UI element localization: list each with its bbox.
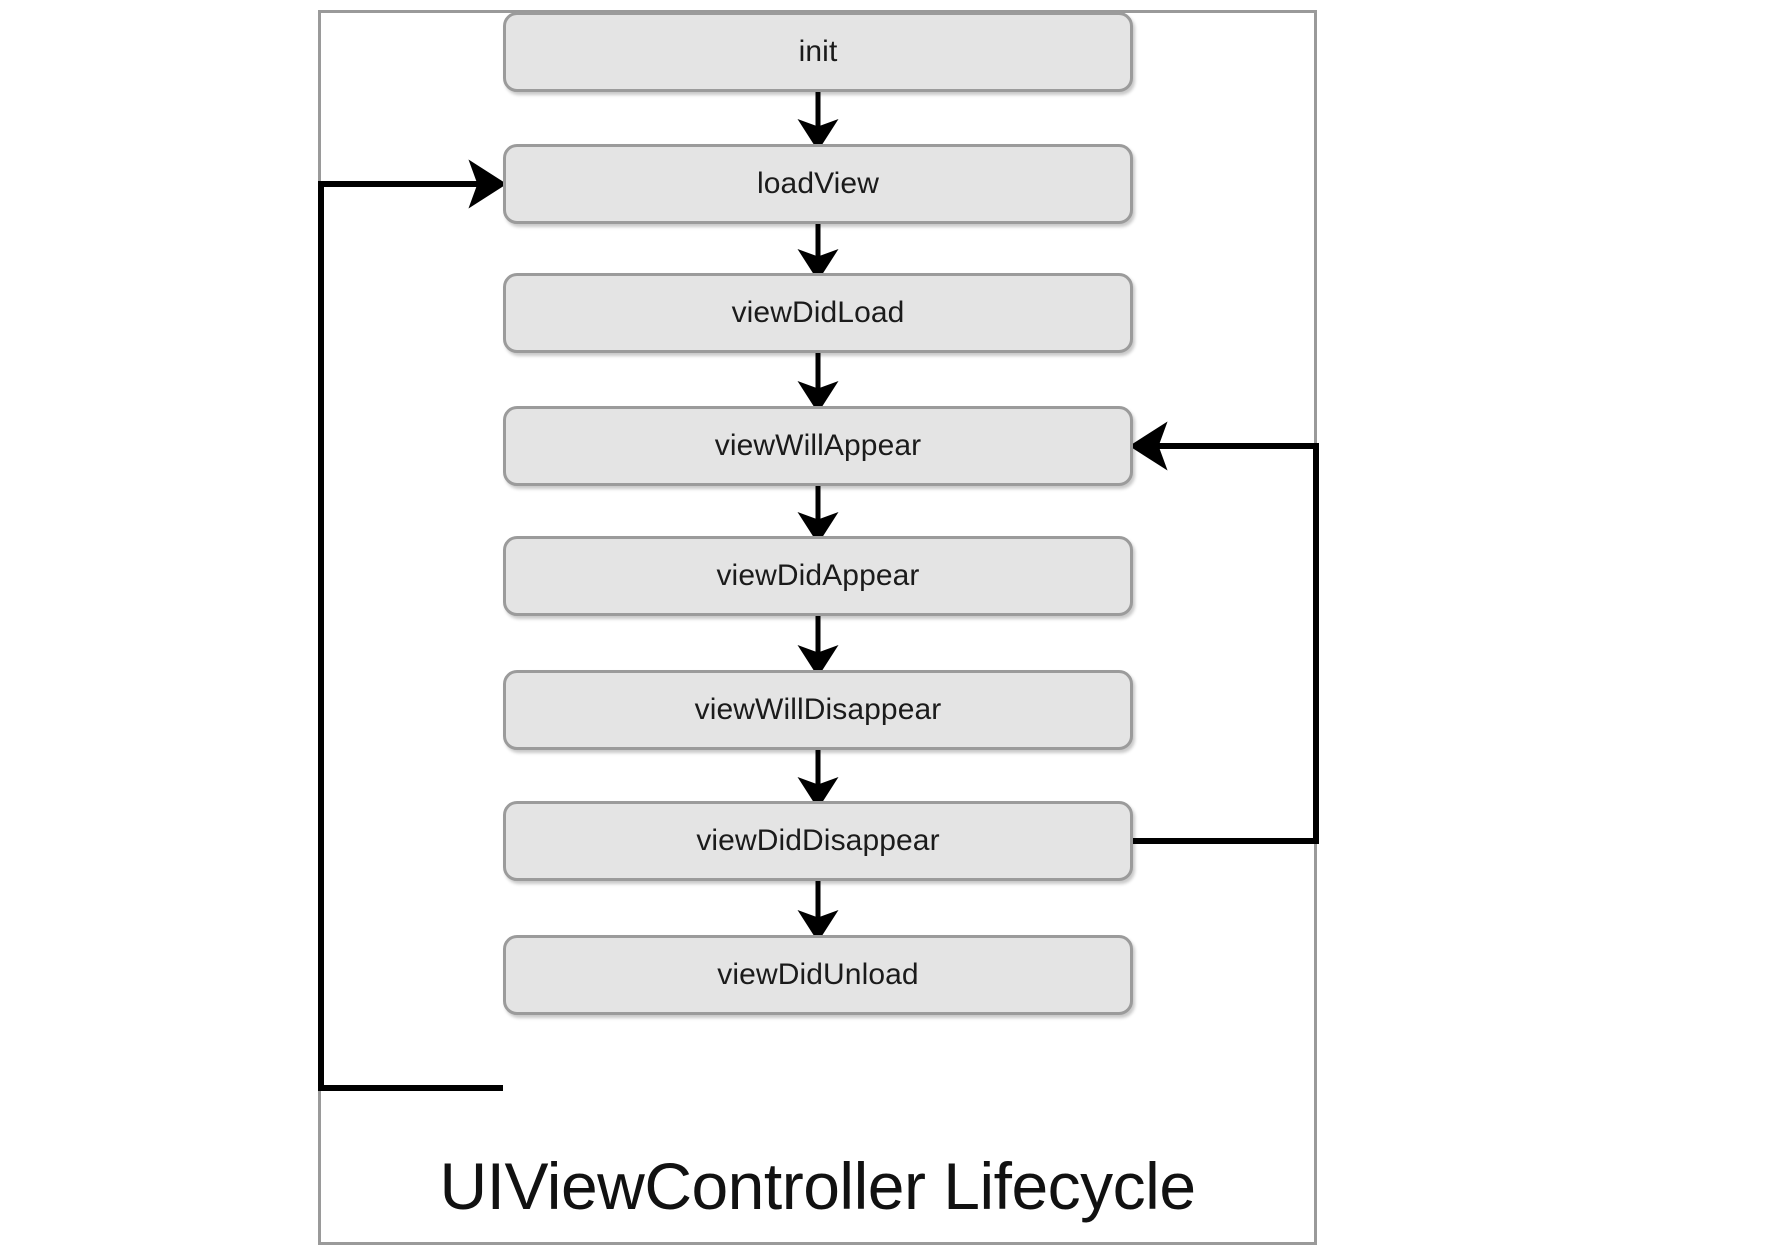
node-viewdidload[interactable]: viewDidLoad <box>503 273 1133 353</box>
diagram-title: UIViewController Lifecycle <box>439 1149 1196 1223</box>
node-viewdidunload[interactable]: viewDidUnload <box>503 935 1133 1015</box>
node-init[interactable]: init <box>503 12 1133 92</box>
node-loadview[interactable]: loadView <box>503 144 1133 224</box>
node-viewdidappear[interactable]: viewDidAppear <box>503 536 1133 616</box>
node-viewdiddisappear[interactable]: viewDidDisappear <box>503 801 1133 881</box>
node-viewwilldisappear[interactable]: viewWillDisappear <box>503 670 1133 750</box>
node-viewwillappear[interactable]: viewWillAppear <box>503 406 1133 486</box>
